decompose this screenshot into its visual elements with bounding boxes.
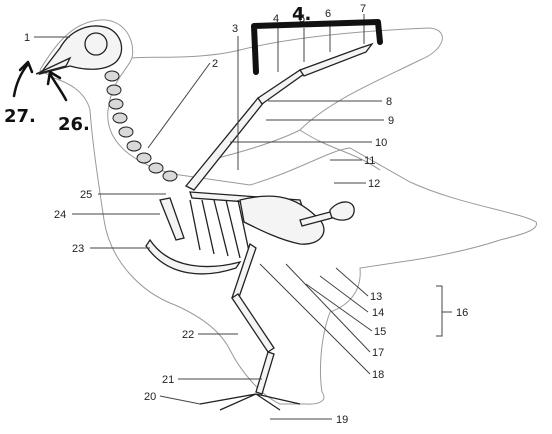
bird-back-outline [131,27,443,131]
rib-cage [189,199,251,259]
label-13: 13 [370,291,382,303]
pygostyle [329,201,355,221]
label-20: 20 [144,391,156,403]
handwritten-label-27: 27. [4,106,36,127]
tibiotarsus [231,293,275,353]
label-12: 12 [368,178,380,190]
label-16: 16 [456,307,468,319]
label-5: 5 [299,13,305,25]
humerus [184,97,265,191]
label-6: 6 [325,8,331,20]
tail-vertebrae [299,211,333,227]
wing-outline [209,129,381,171]
sternum-keel [145,238,242,275]
label-9: 9 [388,115,394,127]
label-14: 14 [372,307,384,319]
bird-body-outline [39,19,537,405]
handwritten-arrow-26 [46,70,68,102]
label-7: 7 [360,3,366,15]
label-1: 1 [24,32,30,44]
label-24: 24 [54,209,66,221]
femur [231,242,257,301]
hand-bones [299,42,374,77]
label-3: 3 [232,23,238,35]
coracoid-furcula [159,197,185,241]
handwritten-arrow-27 [12,60,34,98]
eye-orbit [84,32,108,56]
label-11: 11 [364,155,375,167]
label-23: 23 [72,243,84,255]
label-2: 2 [212,58,218,70]
pelvis-synsacrum [239,195,325,245]
forearm-bones [257,69,306,105]
handwritten-bracket [251,19,383,75]
label-15: 15 [374,326,386,338]
label-10: 10 [375,137,387,149]
handwritten-label-26: 26. [58,114,90,135]
handwritten-label-4: 4. [292,4,311,25]
toes [199,393,301,411]
neck-vertebrae [104,70,178,182]
label-25: 25 [80,189,92,201]
label-18: 18 [372,369,384,381]
label-19: 19 [336,414,348,426]
label-22: 22 [182,329,194,341]
label-21: 21 [162,374,174,386]
label-leaders [34,14,452,420]
label-4: 4 [273,13,279,25]
tarsometatarsus [255,351,275,395]
label-17: 17 [372,347,384,359]
beak [35,56,72,75]
label-8: 8 [386,96,392,108]
